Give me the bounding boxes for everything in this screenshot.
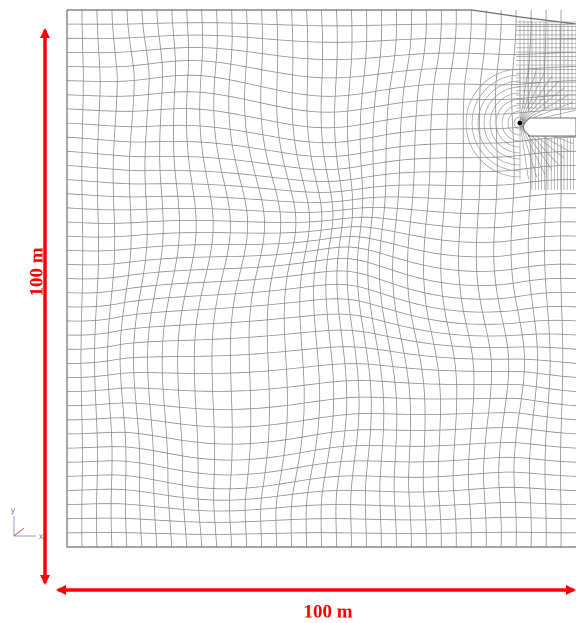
mesh-line	[212, 10, 231, 547]
mesh-line	[162, 10, 179, 547]
mesh-line	[67, 397, 576, 409]
mesh-line	[521, 69, 537, 121]
mesh-line	[494, 10, 509, 547]
mesh-line	[490, 93, 520, 153]
triad-y-label: y	[11, 506, 15, 515]
triad-x-label: x	[39, 532, 43, 541]
mesh-line	[67, 165, 576, 181]
mesh-line	[67, 347, 576, 364]
mesh-line	[178, 10, 197, 547]
mesh-line	[67, 364, 576, 378]
mesh-line	[245, 10, 265, 547]
crack-notch	[524, 118, 576, 136]
mesh-line	[67, 237, 576, 257]
mesh-line	[67, 247, 576, 271]
mesh-line	[459, 10, 475, 547]
mesh-line	[306, 10, 322, 547]
mesh-line	[67, 123, 523, 143]
mesh-line	[357, 10, 371, 547]
mesh-line	[528, 138, 537, 547]
mesh-line	[521, 72, 544, 121]
mesh-line	[67, 194, 576, 203]
mesh-line	[335, 10, 347, 547]
axis-triad: y x	[11, 506, 43, 541]
mesh-line	[67, 427, 576, 444]
mesh-line	[67, 151, 576, 169]
height-dimension-label: 100 m	[28, 247, 47, 296]
mesh-line	[194, 10, 213, 547]
mesh-line	[120, 10, 134, 547]
mesh-line	[108, 10, 118, 547]
mesh-line	[321, 10, 334, 547]
mesh-line	[67, 137, 576, 157]
mesh-line	[545, 137, 551, 547]
mesh-line	[476, 10, 491, 547]
mesh-line	[67, 61, 576, 78]
finite-element-mesh	[67, 10, 576, 547]
mesh-line	[441, 10, 457, 547]
mesh-line	[424, 10, 442, 547]
mesh-line	[502, 105, 520, 141]
mesh-line	[393, 10, 412, 547]
mesh-line	[560, 145, 562, 548]
mesh-line	[67, 472, 576, 489]
mesh-line	[67, 35, 576, 42]
width-dimension-label: 100 m	[303, 603, 352, 622]
mesh-line	[67, 413, 576, 428]
mesh-line	[291, 10, 310, 547]
mesh-line	[67, 330, 576, 349]
mesh-line	[67, 314, 576, 336]
crack-tip-marker	[518, 121, 523, 126]
refined-mesh-region	[466, 20, 576, 190]
triad-z-axis	[14, 528, 24, 536]
mesh-line	[134, 10, 150, 547]
mesh-line	[67, 380, 576, 391]
